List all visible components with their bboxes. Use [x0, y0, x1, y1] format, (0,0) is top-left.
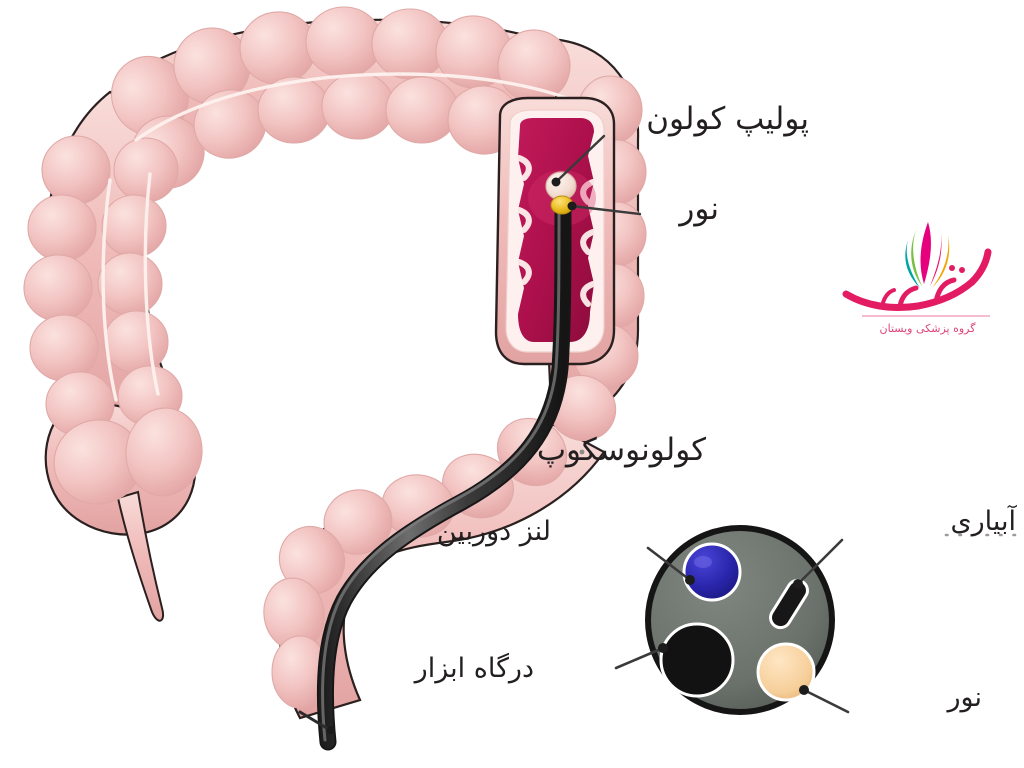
label-colon-polyp: پولیپ کولون [646, 101, 809, 137]
leader-tip-light [802, 688, 850, 714]
haustral-folds [516, 155, 596, 307]
leader-polyp [554, 134, 606, 184]
label-instrument-port: درگاه ابزار [414, 653, 534, 684]
leader-instrument-port [614, 646, 665, 670]
colonoscope-shaft [298, 197, 572, 751]
leader-light-colon [570, 204, 642, 216]
scope-tip-diagram [645, 525, 835, 715]
scope-distal-stub [298, 710, 332, 732]
leader-dot-irrigation [793, 579, 803, 589]
leader-dot-light-colon [567, 201, 577, 211]
leader-dot-polyp [551, 177, 561, 187]
watermark-logo: گروه پزشکی ویستان [840, 210, 1015, 350]
petal-green [911, 230, 922, 286]
label-camera-lens: لنز دوربین [436, 516, 551, 547]
leader-dot-tip-light [799, 685, 809, 695]
taenia-coli [101, 72, 574, 402]
leader-dot-instrument-port [658, 643, 668, 653]
colon-anatomy [23, 6, 647, 720]
label-light-colon: نور [679, 191, 719, 227]
leader-irrigation [796, 538, 844, 586]
logo-petals [905, 222, 950, 288]
petal-teal [905, 240, 920, 288]
camera-lens-glint [694, 556, 712, 568]
instrument-port [659, 622, 735, 698]
appendix [116, 490, 164, 622]
leader-dot-camera-lens [685, 575, 695, 585]
irrigation-nozzle [769, 578, 809, 630]
petal-amber [932, 236, 950, 288]
leader-dots-tip [658, 575, 809, 695]
leader-lines-tip [614, 538, 850, 714]
label-irrigation: آبیاری [950, 506, 1016, 537]
petal-magenta [920, 222, 931, 284]
label-tip-light: نور [947, 682, 982, 713]
leader-dots-upper [551, 177, 577, 211]
scope-stub-tip [327, 726, 335, 734]
watermark-caption: گروه پزشکی ویستان [879, 322, 976, 335]
tip-light [756, 642, 816, 702]
camera-lens [682, 542, 742, 602]
label-colonoscope: کولونوسکوپ [536, 432, 706, 468]
vistan-logo-mark [842, 222, 992, 317]
logo-wordmark [842, 248, 992, 311]
scope-label-tick [579, 449, 585, 455]
scope-shaft [318, 199, 570, 749]
leader-lines-upper [554, 134, 642, 216]
scope-shaft-highlight [321, 210, 561, 742]
leader-camera-lens [646, 546, 692, 582]
